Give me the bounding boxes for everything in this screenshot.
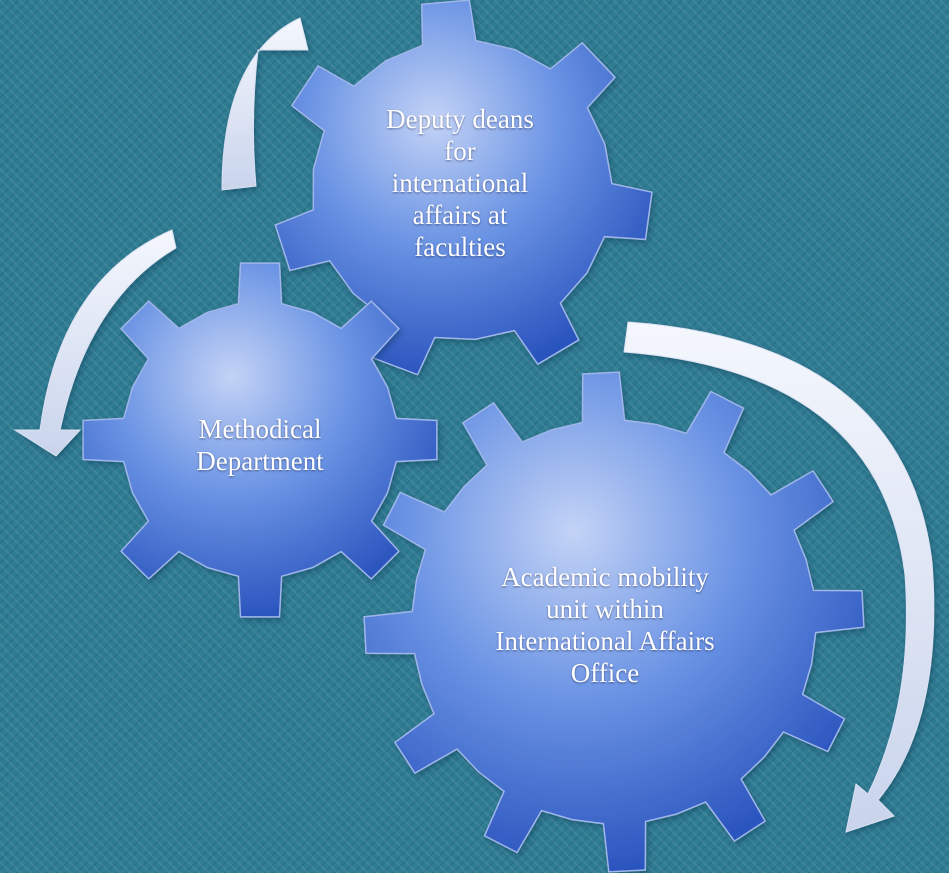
deputy-line-2: for	[444, 136, 476, 166]
mobility-line-4: Office	[570, 658, 640, 688]
arrow-methodical-to-deputy	[221, 17, 309, 191]
gears-layer	[82, 0, 865, 873]
arrows-layer	[13, 17, 935, 833]
gear-methodical	[82, 262, 438, 618]
gear-deputy	[274, 0, 653, 376]
methodical-line-2: Department	[196, 446, 324, 476]
methodical-line-1: Methodical	[198, 414, 322, 444]
arrow-mobility-curve	[623, 321, 935, 833]
mobility-line-2: unit within	[546, 594, 664, 624]
gear-label-deputy: Deputy deans for international affairs a…	[340, 98, 580, 268]
mobility-line-3: International Affairs	[495, 626, 715, 656]
deputy-line-4: affairs at	[412, 200, 508, 230]
gear-label-methodical: Methodical Department	[150, 400, 370, 490]
deputy-line-5: faculties	[414, 232, 506, 262]
gear-label-mobility: Academic mobility unit within Internatio…	[460, 555, 750, 695]
gear-mobility	[363, 371, 865, 873]
mobility-line-1: Academic mobility	[501, 562, 709, 592]
arrow-deputy-to-methodical	[13, 229, 177, 457]
deputy-line-3: international	[391, 168, 529, 198]
deputy-line-1: Deputy deans	[386, 104, 534, 134]
